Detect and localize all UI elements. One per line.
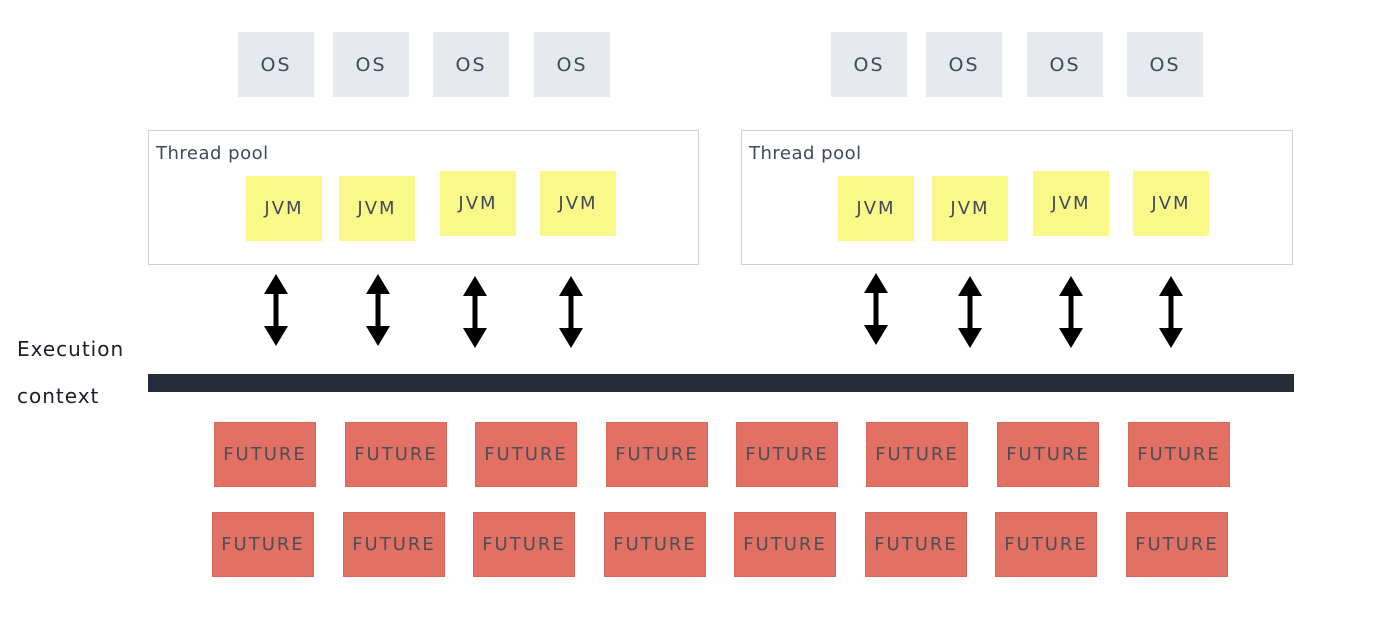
future-box: FUTURE [343,512,445,577]
thread-pool-label: Thread pool [749,143,862,164]
execution-context-bar [148,374,1294,392]
future-box: FUTURE [997,422,1099,487]
jvm-box: JVM [246,176,322,241]
jvm-box: JVM [838,176,914,241]
double-arrow-icon [1159,276,1183,348]
future-box: FUTURE [212,512,314,577]
execution-context-label-line1: Execution [17,337,125,361]
jvm-box: JVM [440,171,516,236]
future-box: FUTURE [866,422,968,487]
thread-pool-right: Thread pool [741,130,1293,265]
double-arrow-icon [264,274,288,346]
future-box: FUTURE [865,512,967,577]
os-box: OS [831,32,907,97]
future-box: FUTURE [606,422,708,487]
double-arrow-icon [958,276,982,348]
future-box: FUTURE [736,422,838,487]
future-box: FUTURE [1128,422,1230,487]
os-box: OS [433,32,509,97]
jvm-box: JVM [540,171,616,236]
jvm-box: JVM [339,176,415,241]
os-box: OS [926,32,1002,97]
execution-context-label-line2: context [17,384,100,408]
future-box: FUTURE [475,422,577,487]
future-box: FUTURE [473,512,575,577]
double-arrow-icon [366,274,390,346]
jvm-box: JVM [1133,171,1209,236]
future-box: FUTURE [604,512,706,577]
future-box: FUTURE [214,422,316,487]
double-arrow-icon [864,273,888,345]
double-arrow-icon [1059,276,1083,348]
os-box: OS [1027,32,1103,97]
os-box: OS [333,32,409,97]
jvm-box: JVM [1033,171,1109,236]
double-arrow-icon [463,276,487,348]
os-box: OS [238,32,314,97]
thread-pool-left: Thread pool [148,130,699,265]
os-box: OS [534,32,610,97]
os-box: OS [1127,32,1203,97]
future-box: FUTURE [734,512,836,577]
future-box: FUTURE [1126,512,1228,577]
jvm-box: JVM [932,176,1008,241]
double-arrow-icon [559,276,583,348]
future-box: FUTURE [995,512,1097,577]
future-box: FUTURE [345,422,447,487]
thread-pool-label: Thread pool [156,143,269,164]
